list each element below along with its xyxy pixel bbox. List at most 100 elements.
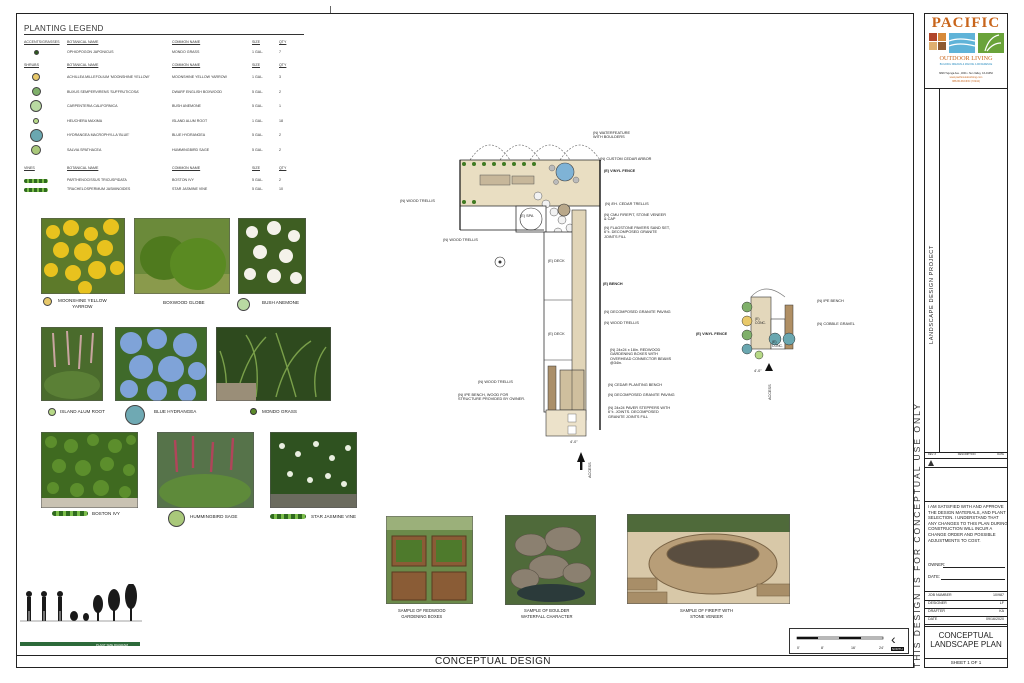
legend-column-header: QTY <box>279 40 287 44</box>
scale-bar <box>796 636 884 640</box>
label-spa: (E) SPA <box>520 214 534 218</box>
legend-group-label: VINES <box>24 166 35 170</box>
caption-hydrangea: BLUE HYDRANGEA <box>154 409 197 414</box>
legend-qty: 2 <box>279 89 281 94</box>
label-flagstone: (N) FLAGSTONE PAVERS SAND SET, 6"±. DECO… <box>604 226 670 239</box>
caption-sample-firepit: SAMPLE OF FIREPIT WITH STONE VENEER <box>680 608 733 619</box>
title-field-value: LF <box>999 601 1004 605</box>
legend-column-header: COMMON NAME <box>172 40 201 44</box>
plant-size-diagram <box>20 584 142 646</box>
legend-column-header: SIZE <box>252 40 260 44</box>
label-arbor: (N) CUSTOM CEDAR ARBOR <box>600 157 652 161</box>
scale-tick-0: 0' <box>797 646 800 650</box>
legend-column-header: BOTANICAL NAME <box>67 166 99 170</box>
legend-column-header: BOTANICAL NAME <box>67 40 99 44</box>
legend-size: 1 GAL. <box>252 75 264 79</box>
plant-photo-hydrangea <box>115 327 207 401</box>
label-wood-trellis-3: (N) WOOD TRELLIS <box>604 321 639 325</box>
legend-column-header: QTY <box>279 63 287 67</box>
label-dimension-2: 4'-0" <box>754 369 762 373</box>
label-pavers: (N) 24x24 PAVER STEPPERS WITH 6"±. JOINT… <box>608 406 671 419</box>
plant-size-diagram-label: PLANT SIZE DIAGRAM <box>96 643 128 647</box>
mondo-symbol-icon <box>250 408 257 415</box>
project-divider <box>939 88 940 452</box>
plant-photo-hummingbird-sage <box>157 432 254 508</box>
legend-common-name: MOONSHINE YELLOW YARROW <box>172 75 227 79</box>
legend-botanical-name: HEUCHERA MAXIMA <box>67 118 103 123</box>
sample-photo-firepit <box>627 514 790 604</box>
drawing-frame <box>16 13 914 668</box>
scale-tick-24: 24' <box>879 646 884 650</box>
plant-symbol-icon <box>31 87 41 96</box>
label-firepit: (N) CMU FIREPIT, STONE VENEER & CAP <box>604 213 666 222</box>
scale-tick-16: 16' <box>851 646 856 650</box>
legend-column-header: COMMON NAME <box>172 63 201 67</box>
vine-symbol-icon <box>24 179 48 183</box>
label-deck-2: (E) DECK <box>548 332 565 336</box>
caption-anemone: BUSH ANEMONE <box>262 300 300 305</box>
legend-column-header: SIZE <box>252 63 260 67</box>
legend-botanical-name: TRACHELOSPERMUM JASMINOIDES <box>67 187 131 191</box>
approval-statement: I AM SATISFIED WITH AND APPROVE THE DESI… <box>928 504 1008 543</box>
plant-symbol-icon <box>29 128 43 142</box>
title-block: PACIFIC OUTDOOR LIVING BUILDING DREAMS &… <box>924 13 1008 668</box>
label-dimension: 4'-0" <box>570 440 578 444</box>
caption-sample-gardening: SAMPLE OF REDWOOD GARDENING BOXES <box>398 608 446 619</box>
legend-common-name: BUSH ANEMONE <box>172 104 201 108</box>
top-tick <box>330 6 331 13</box>
revision-header: REV. # DESCRIPTION DATE <box>928 453 1004 456</box>
project-name: LANDSCAPE DESIGN PROJECT <box>929 245 935 344</box>
company-name-1: PACIFIC <box>931 15 1001 31</box>
owner-signature-line[interactable] <box>943 567 1005 568</box>
site-plan <box>459 144 601 470</box>
label-vinyl-fence: (E) VINYL FENCE <box>604 169 636 173</box>
legend-size: 5 GAL. <box>252 133 264 137</box>
legend-qty: 2 <box>279 133 281 137</box>
revision-triangle-icon <box>928 460 934 466</box>
rev-col-date: DATE <box>997 453 1004 456</box>
legend-common-name: MONDO GRASS <box>172 50 200 54</box>
north-label: NORTH <box>891 647 904 651</box>
legend-column-header: BOTANICAL NAME <box>67 63 99 67</box>
north-arrow-icon: ‹ <box>891 631 896 647</box>
plant-symbol-icon <box>33 117 39 124</box>
plant-photo-star-jasmine <box>270 432 357 508</box>
company-logo <box>929 33 1004 53</box>
title-field-label: DRAFTER <box>928 609 945 613</box>
legend-qty: 2 <box>279 147 281 152</box>
legend-group-label: ACCENTS/GRASSES <box>24 40 60 44</box>
company-tagline: BUILDING DREAMS & MAKING A DIFFERENCE <box>939 63 993 66</box>
legend-botanical-name: HYDRANGEA MACROPHYLLA 'BLUE' <box>67 133 130 137</box>
label-cobble: (N) COBBLE GRAVEL <box>817 322 855 326</box>
legend-size: 5 GAL. <box>252 89 264 94</box>
plan-title: CONCEPTUAL LANDSCAPE PLAN <box>930 631 1002 649</box>
label-vinyl-fence-2: (E) VINYL FENCE <box>696 332 728 336</box>
vine-symbol-icon <box>24 188 48 192</box>
label-wood-trellis-1: (N) WOOD TRELLIS <box>400 199 435 203</box>
ivy-symbol-icon <box>52 511 88 516</box>
sheet-number: SHEET 1 OF 1 <box>950 660 982 665</box>
legend-botanical-name: BUXUS SEMPERVIRENS 'SUFFRUTICOSA' <box>67 89 140 94</box>
legend-common-name: ISLAND ALUM ROOT <box>172 118 208 123</box>
company-phone: 888-80-PACIFIC (72242) <box>952 80 980 83</box>
label-ipe-bench: (N) IPE BENCH <box>817 299 844 303</box>
legend-size: 1 GAL. <box>252 50 264 54</box>
plant-photo-alum-root <box>41 327 103 401</box>
legend-common-name: HUMMINGBIRD SAGE <box>172 147 210 152</box>
jasmine-symbol-icon <box>270 514 306 519</box>
label-access: ACCESS <box>588 462 592 478</box>
legend-size: 5 GAL. <box>252 104 264 108</box>
sample-photo-waterfall <box>505 515 596 605</box>
legend-column-header: QTY <box>279 166 287 170</box>
date-signature-line[interactable] <box>941 579 1005 580</box>
label-dg-paving-2: (N) DECOMPOSED GRANITE PAVING <box>608 393 675 397</box>
legend-botanical-name: CARPENTERIA CALIFORNICA <box>67 104 118 108</box>
label-gardening-boxes: (N) 24x24 x 18in. REDWOOD GARDENING BOXE… <box>610 348 672 366</box>
legend-botanical-name: SALVIA SPATHACEA <box>67 147 102 152</box>
anemone-symbol-icon <box>237 298 250 311</box>
caption-hummingbird-sage: HUMMINGBIRD SAGE <box>190 514 238 519</box>
legend-qty: 2 <box>279 178 281 182</box>
label-waterfeature: (N) WATERFEATURE WITH BOULDERS <box>593 131 631 140</box>
caption-star-jasmine: STAR JASMINE VINE <box>311 514 357 519</box>
